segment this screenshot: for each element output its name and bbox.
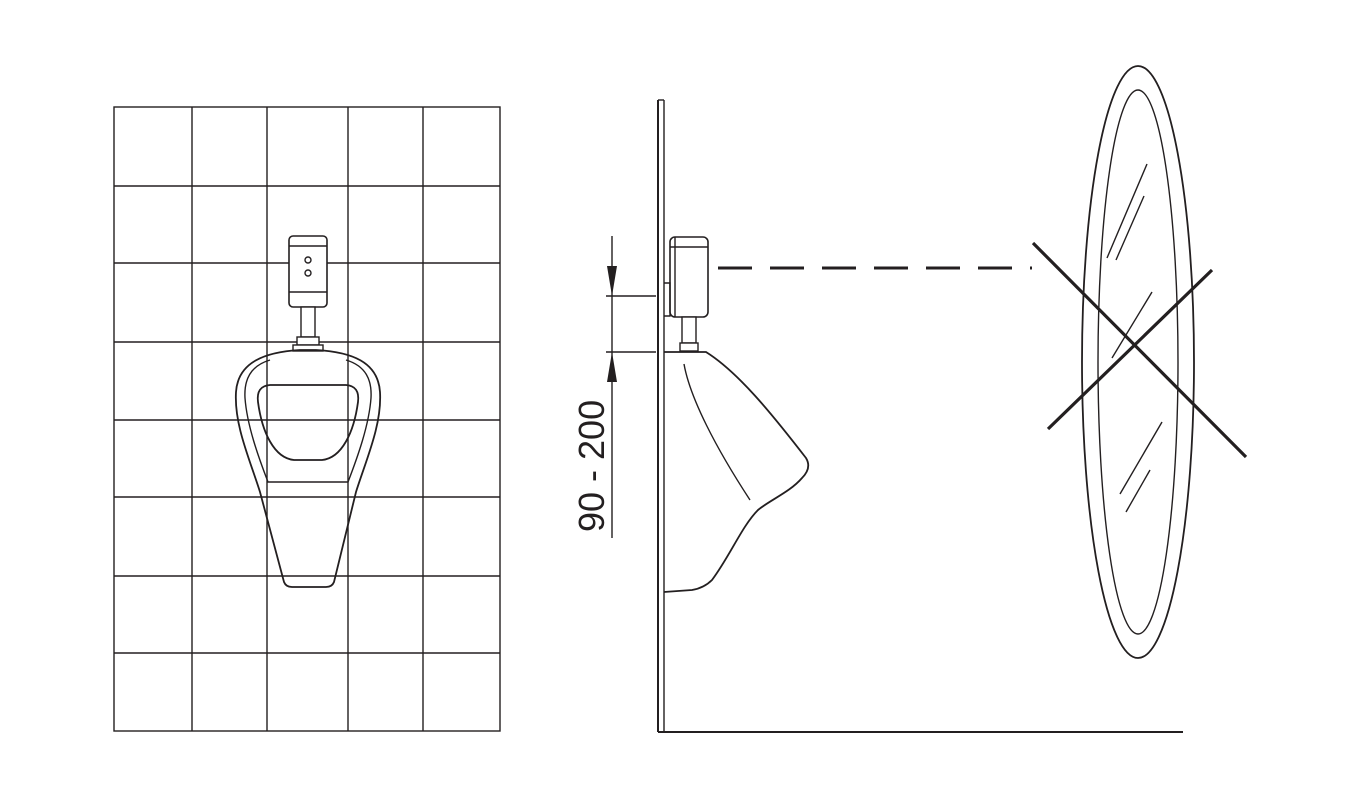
front-view [113, 106, 501, 732]
wall-section [657, 99, 1183, 733]
flush-valve-front [288, 235, 328, 352]
flush-valve-side [664, 236, 709, 352]
urinal-side [663, 351, 810, 593]
cross-icon [1031, 241, 1248, 459]
sensor-eye-icon [304, 269, 312, 277]
urinal-front [234, 349, 382, 588]
dimension-label: 90 - 200 [571, 400, 612, 532]
sensor-eye-icon [304, 256, 312, 264]
mirror [1081, 65, 1195, 659]
dimension-marker: 90 - 200 [571, 236, 656, 538]
side-view: 90 - 200 [571, 65, 1248, 733]
tile-grid [113, 106, 501, 732]
